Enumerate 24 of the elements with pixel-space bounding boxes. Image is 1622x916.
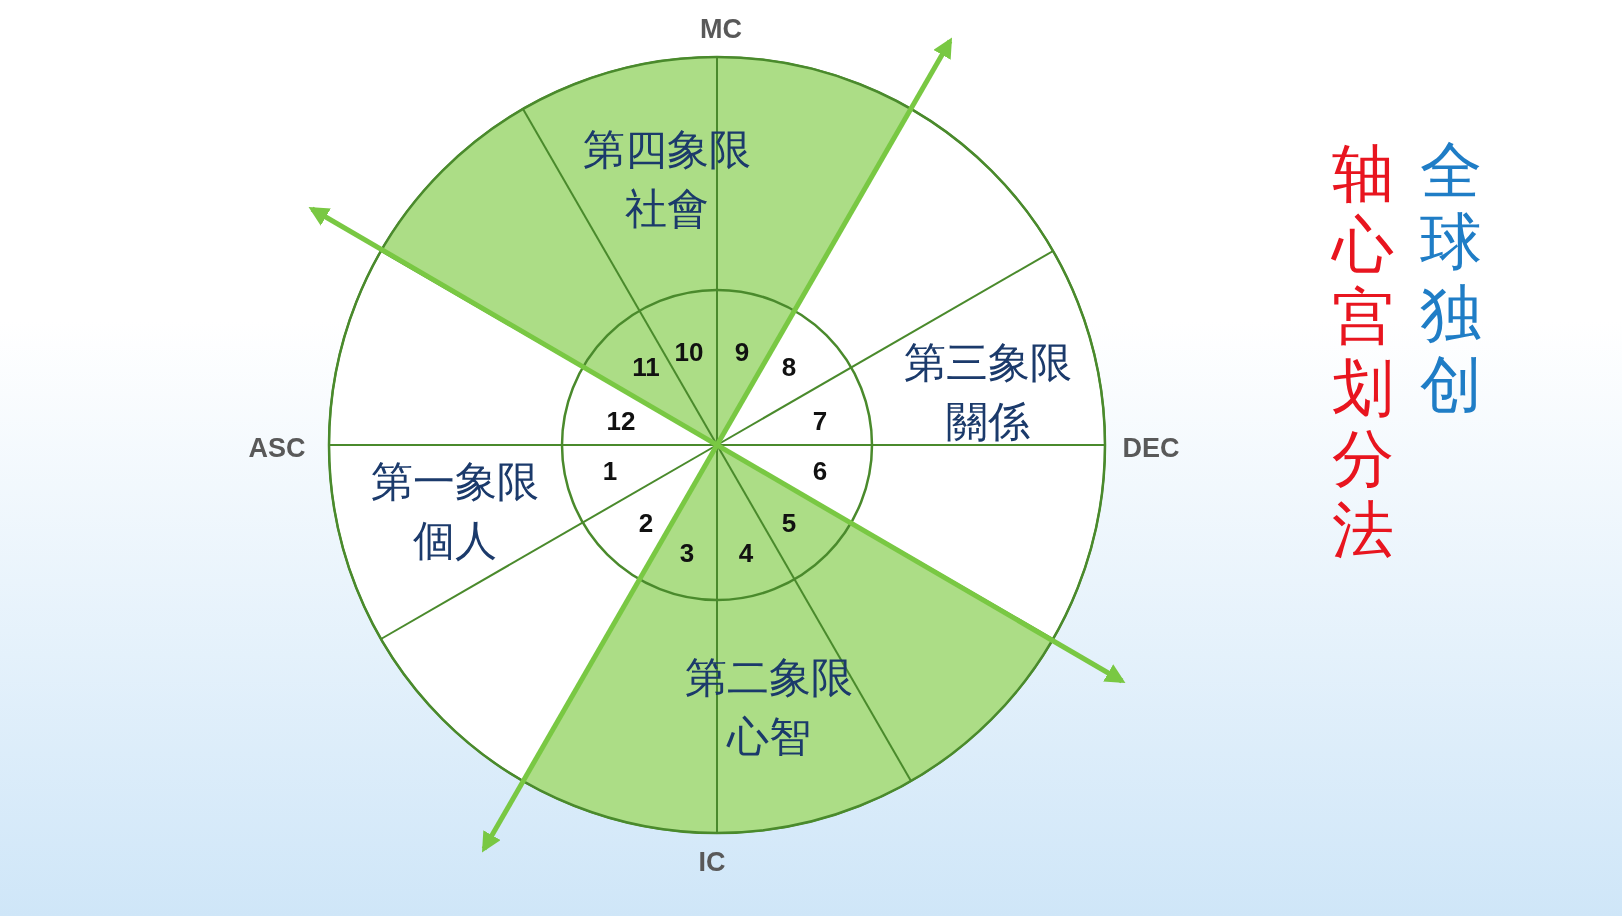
house-number: 10 (674, 336, 704, 368)
axis-label: DEC (1122, 432, 1180, 464)
quadrant-heading: 第一象限 (371, 456, 539, 509)
house-number: 4 (738, 537, 754, 569)
quadrant-subtitle: 心智 (725, 711, 812, 763)
house-number: 11 (632, 351, 660, 383)
house-number: 3 (679, 537, 695, 569)
house-number: 12 (606, 405, 636, 437)
house-number: 9 (734, 336, 750, 368)
axis-label: MC (700, 13, 742, 45)
vertical-title: 全球独创 (1420, 135, 1482, 421)
house-number: 8 (781, 351, 797, 383)
house-number: 5 (781, 507, 797, 539)
quadrant-subtitle: 個人 (412, 515, 498, 567)
axis-label: IC (698, 846, 726, 878)
quadrant-subtitle: 關係 (945, 396, 1031, 448)
house-number: 1 (602, 455, 618, 487)
house-number: 6 (812, 455, 828, 487)
vertical-title: 轴心宫划分法 (1332, 138, 1394, 566)
house-number: 2 (638, 507, 654, 539)
house-number: 7 (812, 405, 828, 437)
quadrant-heading: 第三象限 (904, 337, 1072, 390)
axis-label: ASC (248, 432, 306, 464)
quadrant-subtitle: 社會 (624, 183, 710, 235)
